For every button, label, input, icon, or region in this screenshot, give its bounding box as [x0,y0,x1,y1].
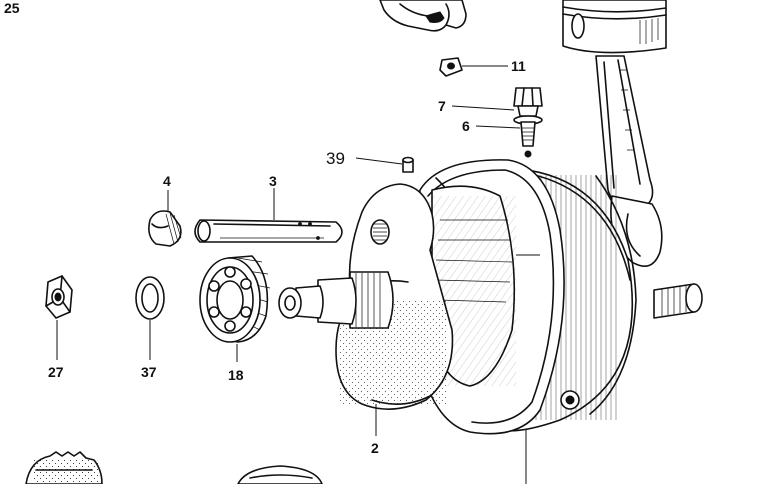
callout-2: 2 [371,440,379,456]
leader-lines [56,65,527,484]
small-cap-part-39 [402,156,414,173]
callout-3: 3 [269,173,277,189]
pin-part-3 [194,219,343,243]
ball-bearing-part-18 [199,255,271,343]
callout-18: 18 [228,367,244,383]
crankshaft-end-spline [653,283,703,319]
nut-part-27 [45,275,73,319]
callout-39: 39 [326,149,345,168]
callout-27: 27 [48,364,64,380]
callout-11: 11 [511,58,526,74]
casting-fragment-bottom [237,465,323,484]
callout-37: 37 [141,364,157,380]
bolt-part-7 [513,87,543,117]
callout-7: 7 [438,98,446,114]
callout-6: 6 [462,118,470,134]
plug-part-4 [148,210,182,247]
crankshaft-main-journal [278,271,394,329]
washer-part-37 [135,276,165,320]
gear-fragment-bottom [25,451,103,484]
callout-4: 4 [163,173,171,189]
nut-part-11 [439,57,463,77]
connecting-rod [595,55,663,268]
page-number: 25 [4,0,20,16]
stud-part-6 [513,115,543,158]
piston [562,0,667,54]
casting-fragment-top [379,0,467,32]
callout-labels: 11 7 6 39 4 3 27 37 18 2 [48,58,526,456]
